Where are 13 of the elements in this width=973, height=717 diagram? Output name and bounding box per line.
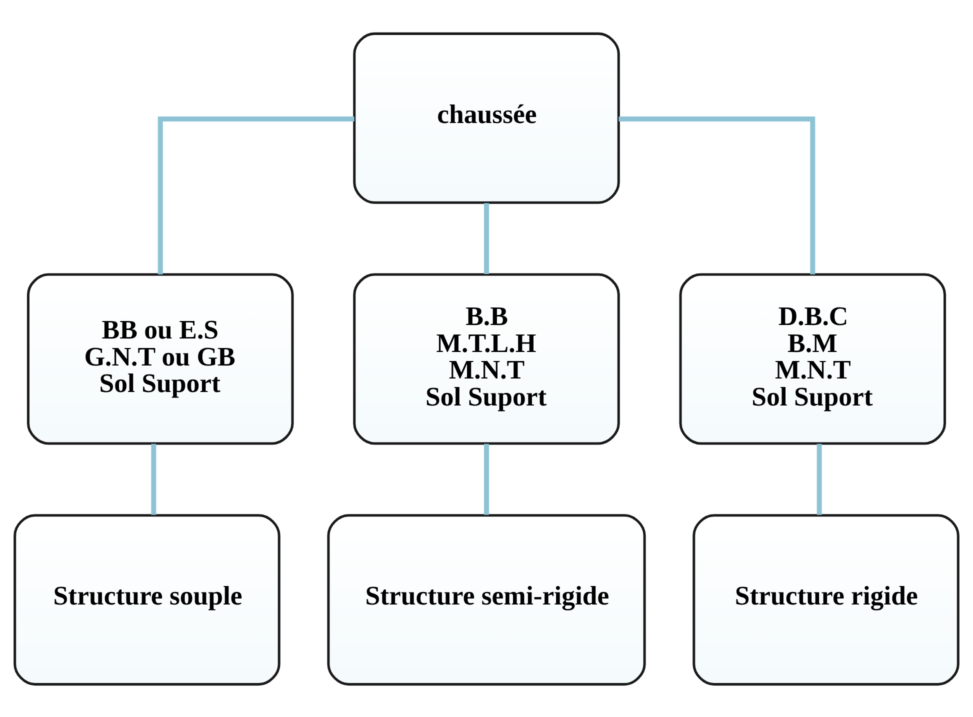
node-box: BB ou E.S G.N.T ou GB Sol Suport (26, 272, 294, 444)
node-box: Structure semi-rigide (327, 514, 646, 686)
node-box: B.B M.T.L.H M.N.T Sol Suport (353, 272, 620, 444)
connector (151, 443, 156, 514)
node-box: Structure souple (14, 514, 280, 686)
connector (158, 116, 354, 274)
node-box: chaussée (353, 32, 620, 204)
connector (484, 202, 489, 274)
connector (816, 443, 822, 514)
connector (484, 443, 489, 514)
node-box: Structure rigide (692, 514, 960, 686)
connector (618, 116, 816, 274)
node-box: D.B.C B.M M.N.T Sol Suport (679, 272, 946, 444)
